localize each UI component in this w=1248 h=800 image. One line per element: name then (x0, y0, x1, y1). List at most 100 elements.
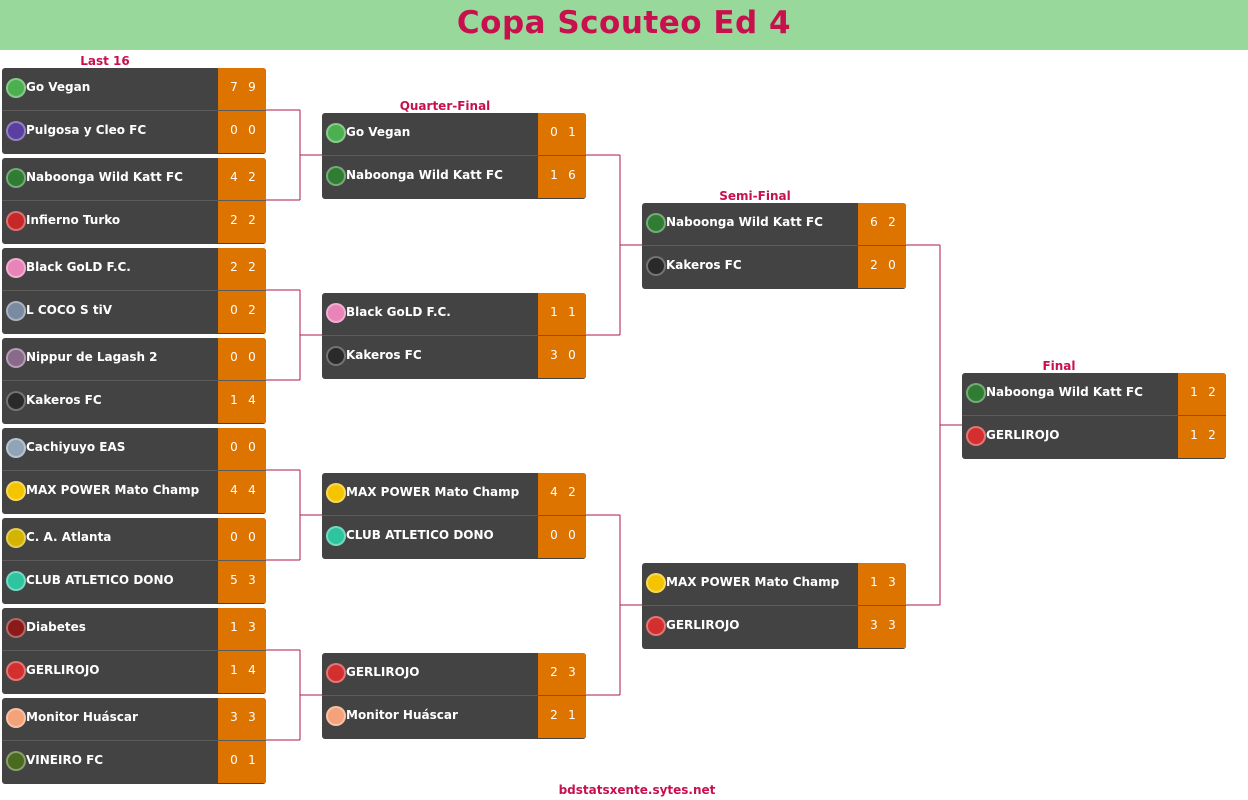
score-leg-1: 2 (550, 708, 558, 722)
score-leg-2: 0 (248, 123, 256, 137)
team-name: Naboonga Wild Katt FC (986, 385, 1143, 399)
team-name: GERLIROJO (346, 665, 420, 679)
score-leg-1: 3 (870, 618, 878, 632)
score-leg-1: 2 (870, 258, 878, 272)
score-leg-1: 1 (870, 575, 878, 589)
footer-site-link[interactable]: bdstatsxente.sytes.net (558, 783, 716, 797)
score-leg-1: 1 (550, 305, 558, 319)
score-leg-2: 1 (568, 305, 576, 319)
score-leg-1: 0 (230, 303, 238, 317)
dark-crest-icon (6, 348, 26, 368)
blue-crest-icon (6, 438, 26, 458)
team-name: Diabetes (26, 620, 86, 634)
black-round-crest-icon (6, 391, 26, 411)
score-leg-1: 0 (230, 530, 238, 544)
team-name: GERLIROJO (666, 618, 740, 632)
score-leg-2: 0 (248, 530, 256, 544)
score-leg-1: 1 (550, 168, 558, 182)
score-leg-2: 9 (248, 80, 256, 94)
score-leg-1: 5 (230, 573, 238, 587)
yellow-blue-crest-icon (6, 528, 26, 548)
score-leg-2: 4 (248, 393, 256, 407)
score-leg-2: 1 (568, 708, 576, 722)
round-label-last16: Last 16 (80, 54, 130, 68)
grey-crest-icon (6, 301, 26, 321)
score-leg-2: 1 (568, 125, 576, 139)
score-leg-1: 2 (550, 665, 558, 679)
score-leg-2: 4 (248, 663, 256, 677)
black-pink-crest-icon (6, 258, 26, 278)
team-name: MAX POWER Mato Champ (26, 483, 200, 497)
score-leg-2: 1 (248, 753, 256, 767)
team-name: L COCO S tiV (26, 303, 112, 317)
team-name: Monitor Huáscar (26, 710, 138, 724)
black-round-crest-icon (646, 256, 666, 276)
orange-shield-crest-icon (326, 706, 346, 726)
score-leg-2: 2 (568, 485, 576, 499)
score-leg-2: 2 (1208, 385, 1216, 399)
score-leg-1: 0 (230, 123, 238, 137)
score-leg-1: 4 (230, 170, 238, 184)
team-name: Kakeros FC (666, 258, 742, 272)
red-heart-crest-icon (646, 616, 666, 636)
score-leg-1: 2 (230, 213, 238, 227)
